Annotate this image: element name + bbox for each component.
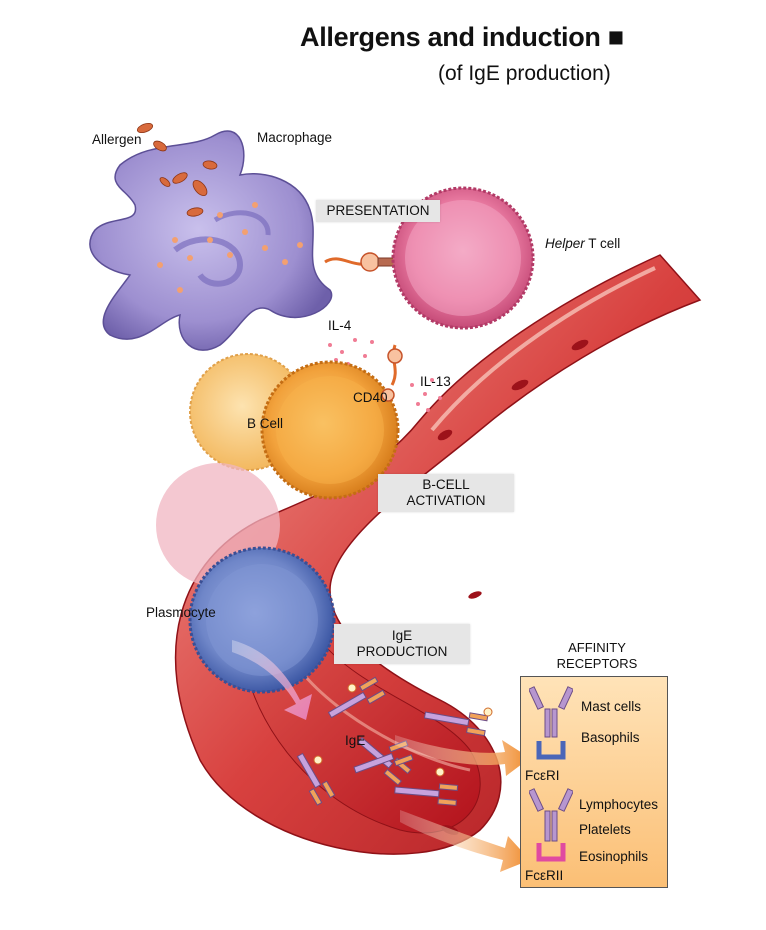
antigen-fragments [157,202,303,293]
page-title: Allergens and induction ■ [300,22,624,52]
label-helper-rest: T cell [584,236,621,251]
label-plasmocyte: Plasmocyte [146,605,216,620]
cytokine-dots [328,338,442,412]
receptor-fcerii-label: FcεRII [525,868,564,883]
stage-bcell-line1: B-CELL [422,477,470,492]
label-helper-italic: Helper [545,236,585,251]
receptor-fcerii-icon [529,788,573,862]
cell-basophils: Basophils [581,730,640,745]
label-ige: IgE [345,733,366,748]
label-allergen: Allergen [92,132,142,147]
label-macrophage: Macrophage [257,130,333,145]
cd40-link [381,344,403,402]
affinity-heading-line1: AFFINITY [568,640,626,655]
label-il13: IL-13 [420,374,451,389]
affinity-heading: AFFINITY RECEPTORS [542,640,652,672]
cell-eosinophils: Eosinophils [579,849,649,864]
label-b-cell: B Cell [247,416,284,431]
affinity-receptors-panel: FcεRI FcεRII Mast cells Basophils Lympho… [520,676,668,888]
plasmocyte-arrow [232,640,312,720]
stage-ige-line2: PRODUCTION [356,644,448,659]
mhc-tcr-complex [324,252,401,272]
cell-lymphocytes: Lymphocytes [579,797,659,812]
ige-antibodies [296,676,489,806]
stage-presentation: PRESENTATION [316,200,440,222]
cell-mast-cells: Mast cells [581,699,642,714]
arrow-to-fceri [395,735,530,776]
receptor-fceri-icon [529,686,573,760]
label-helper-t-cell: Helper T cell [545,236,620,251]
affinity-heading-line2: RECEPTORS [556,656,638,671]
allergen-particles [136,122,218,217]
stage-bcell-activation: B-CELL ACTIVATION [378,474,514,512]
label-il4: IL-4 [328,318,352,333]
arrow-to-fcerii [400,810,530,872]
page-subtitle: (of IgE production) [438,62,611,85]
stage-presentation-label: PRESENTATION [326,203,430,218]
allergen-stars [313,683,493,777]
label-cd40: CD40 [353,390,388,405]
stage-ige-line1: IgE [391,628,413,643]
cell-platelets: Platelets [579,822,631,837]
stage-bcell-line2: ACTIVATION [406,493,486,508]
stage-ige-production: IgE PRODUCTION [334,624,470,664]
receptor-fceri-label: FcεRI [525,768,560,783]
